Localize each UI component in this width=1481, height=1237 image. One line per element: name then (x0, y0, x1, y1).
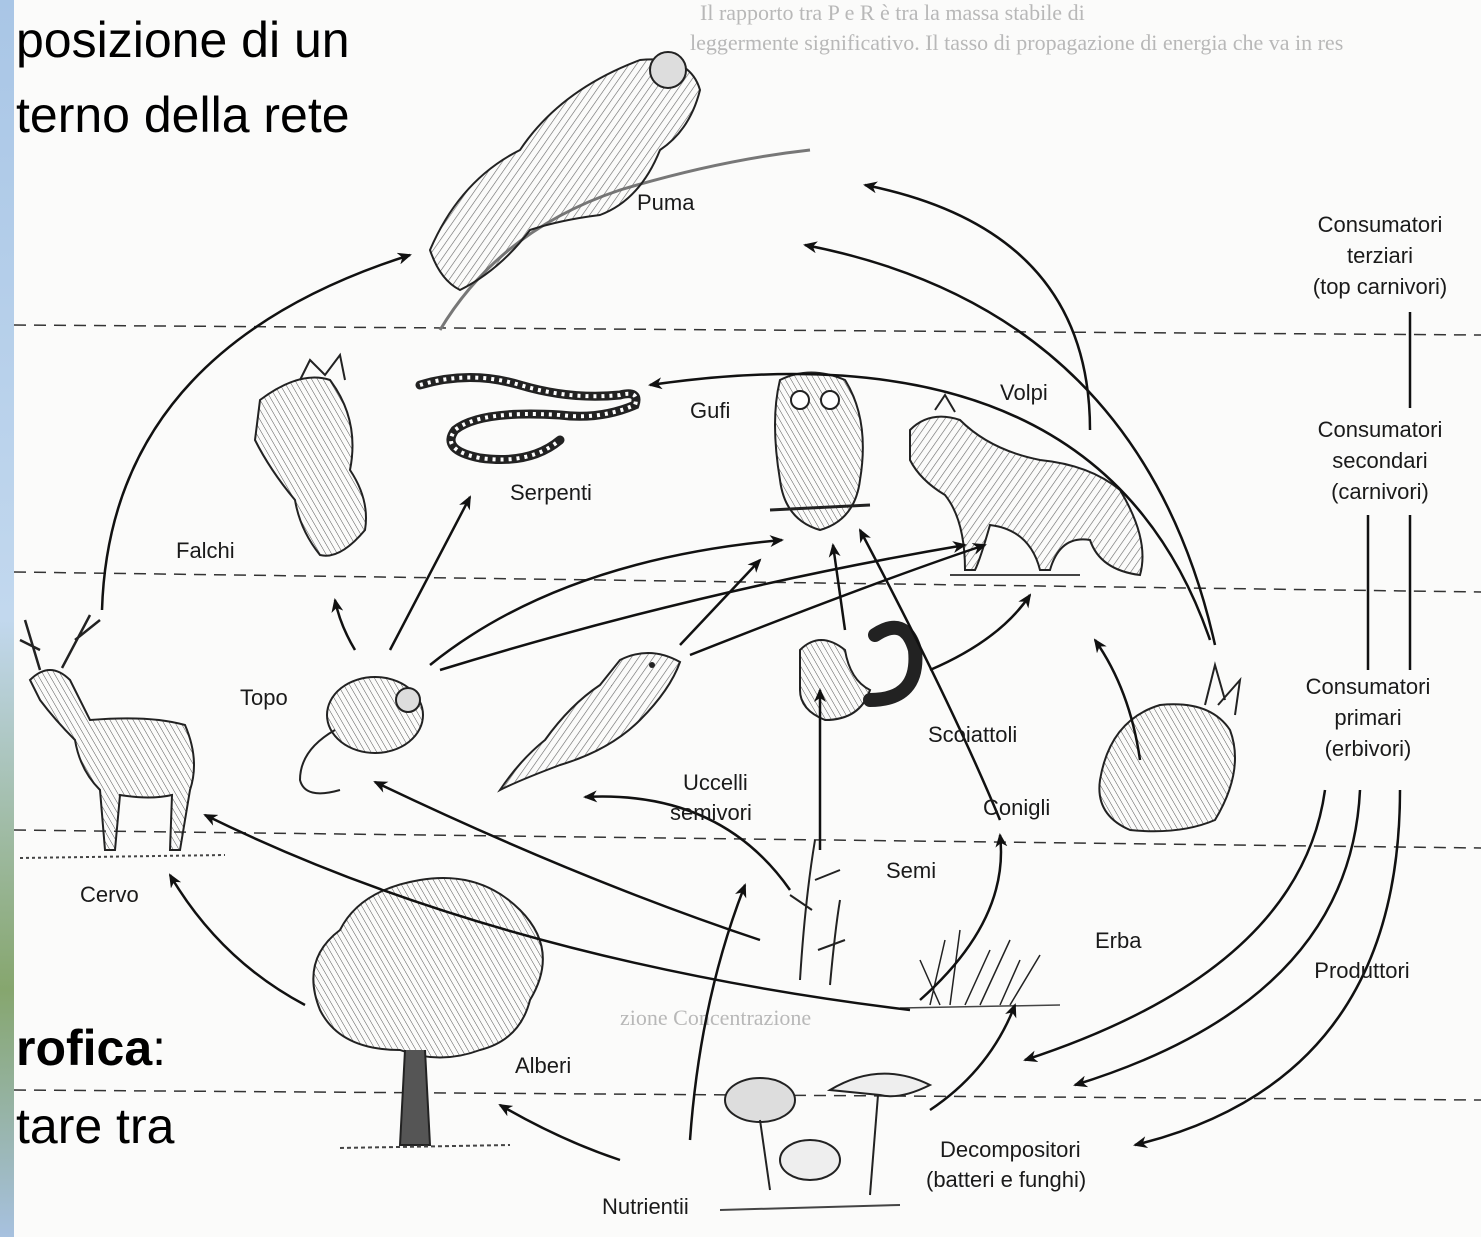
label-volpi: Volpi (1000, 380, 1048, 405)
label-uccelli-1: Uccelli (683, 770, 748, 795)
arrow-scoiattoli-volpi (929, 593, 1032, 672)
slide-overlay-text: posizione di un terno della rete rofica:… (16, 12, 350, 1154)
owl-illustration (769, 371, 871, 532)
label-topo: Topo (240, 685, 288, 710)
label-conigli: Conigli (983, 795, 1050, 820)
arrow-scoiattoli-gufi (828, 543, 847, 631)
arrow-conigli-serpenti (648, 372, 1212, 641)
separator-produttori (13, 1089, 1481, 1101)
arrow-topo-gufi (429, 535, 784, 666)
level-terziari-2: terziari (1347, 243, 1413, 268)
slide-text-bold: rofica (16, 1020, 153, 1076)
level-terziari-1: Consumatori (1318, 212, 1443, 237)
label-semi: Semi (886, 858, 936, 883)
level-secondari-2: secondari (1332, 448, 1427, 473)
label-cervo: Cervo (80, 882, 139, 907)
label-serpenti: Serpenti (510, 480, 592, 505)
bleed-text: Il rapporto tra P e R è tra la massa sta… (620, 0, 1343, 1030)
level-secondari-1: Consumatori (1318, 417, 1443, 442)
arrow-alberi-cervo (168, 873, 306, 1007)
grass-illustration (899, 929, 1061, 1009)
level-secondari-3: (carnivori) (1331, 479, 1429, 504)
bleed-line-2: leggermente significativo. Il tasso di p… (690, 30, 1343, 55)
energy-arrows (100, 181, 1402, 1162)
mouse-illustration (298, 676, 424, 795)
arrow-nutrienti-alberi (498, 1103, 621, 1162)
arrow-conigli-gufi (858, 528, 1002, 821)
arrow-secondari-decompositori (1073, 789, 1362, 1088)
squirrel-illustration (799, 620, 923, 722)
level-primari-2: primari (1334, 705, 1401, 730)
deer-illustration (19, 614, 226, 859)
arrow-conigli-puma (803, 241, 1217, 646)
trophic-separators (13, 324, 1481, 1101)
arrow-erba-conigli (919, 833, 1008, 1001)
level-produttori: Produttori (1314, 958, 1409, 983)
puma-illustration (428, 51, 811, 331)
arrow-uccelli-volpi (689, 543, 987, 657)
arrow-semi-uccelli (583, 790, 792, 891)
level-primari-1: Consumatori (1306, 674, 1431, 699)
arrow-semi-topo (373, 780, 761, 942)
arrow-nutrienti-semi (688, 883, 747, 1141)
label-decompositori-1: Decompositori (940, 1137, 1081, 1162)
separator-primari (13, 829, 1481, 849)
arrow-primari-decompositori (1023, 789, 1327, 1062)
label-decompositori-2: (batteri e funghi) (926, 1167, 1086, 1192)
label-uccelli-2: semivori (670, 800, 752, 825)
label-falchi: Falchi (176, 538, 235, 563)
label-puma: Puma (637, 190, 695, 215)
organism-labels: Puma Volpi Gufi Serpenti Falchi Topo Cer… (80, 190, 1142, 1219)
separator-secondari (13, 571, 1481, 593)
slide-text-line-3: rofica: (16, 1020, 166, 1076)
level-labels: Consumatori terziari (top carnivori) Con… (1306, 212, 1448, 983)
arrow-topo-falchi (331, 598, 357, 651)
bird-illustration (497, 651, 682, 793)
slide-text-line-4: tare tra (16, 1098, 175, 1154)
decomposers-illustration (719, 1072, 933, 1211)
slide-text-colon: : (152, 1020, 166, 1076)
label-alberi: Alberi (515, 1053, 571, 1078)
separator-terziari (13, 324, 1481, 336)
arrow-decompositori-erba (929, 1003, 1017, 1112)
level-primari-3: (erbivori) (1325, 736, 1412, 761)
level-connectors (1366, 312, 1412, 670)
arrow-cervo-puma (100, 252, 412, 611)
level-terziari-3: (top carnivori) (1313, 274, 1447, 299)
arrow-conigli-volpi (1093, 638, 1142, 761)
arrow-uccelli-gufi (679, 558, 762, 646)
bleed-line-3: zione Concentrazione (620, 1005, 811, 1030)
label-nutrientii: Nutrientii (602, 1194, 689, 1219)
hawk-illustration (253, 352, 367, 557)
label-scoiattoli: Scoiattoli (928, 722, 1017, 747)
arrow-volpi-puma (863, 181, 1092, 431)
rabbit-illustration (1098, 661, 1242, 833)
snake-illustration (415, 373, 641, 465)
arrow-topo-volpi (439, 541, 967, 672)
arrow-erba-cervo (203, 813, 911, 1012)
arrow-topo-serpenti (388, 495, 472, 651)
label-erba: Erba (1095, 928, 1142, 953)
seed-plants-illustration (789, 839, 846, 986)
slide-text-line-1: posizione di un (16, 12, 350, 68)
label-gufi: Gufi (690, 398, 730, 423)
bleed-line-1: Il rapporto tra P e R è tra la massa sta… (700, 0, 1085, 25)
slide-text-line-2: terno della rete (16, 87, 350, 143)
arrow-terziari-decompositori (1133, 789, 1402, 1148)
tree-illustration (312, 877, 544, 1149)
slide-left-edge (0, 0, 14, 1237)
